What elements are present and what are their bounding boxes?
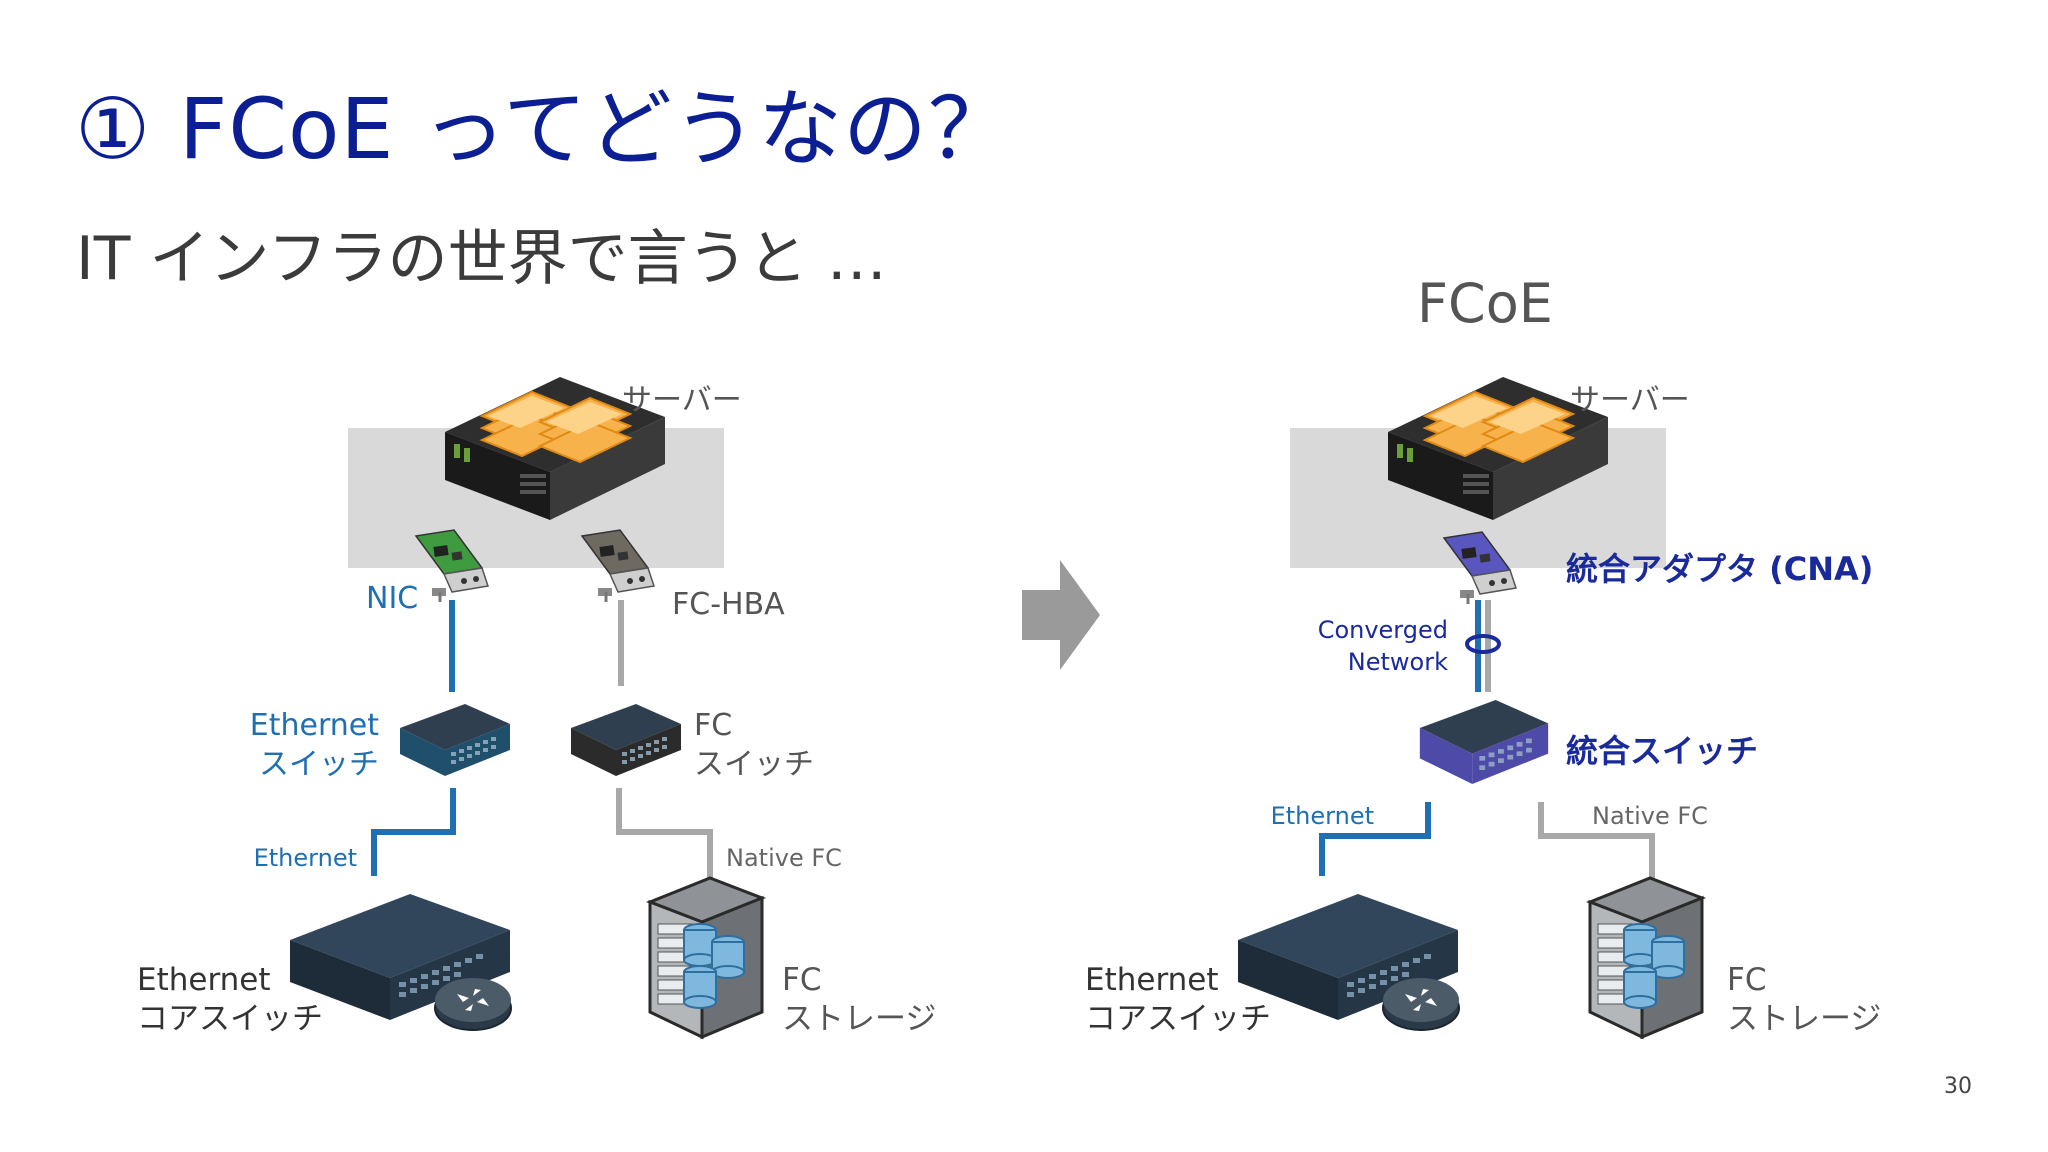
right-converged-ring [1465, 634, 1501, 654]
left-nic-label: NIC [366, 581, 418, 616]
right-storage-icon [1588, 876, 1704, 1039]
right-storage-label-1: FC [1727, 962, 1766, 998]
right-native-fc-link-label: Native FC [1592, 802, 1708, 830]
left-core-switch-icon [289, 893, 512, 1031]
left-fc-switch-label-1: FC [694, 708, 732, 743]
left-ethernet-link-label: Ethernet [254, 844, 357, 872]
left-storage-icon [648, 876, 764, 1039]
left-native-fc-link-label: Native FC [726, 844, 842, 872]
left-core-switch-label-2: コアスイッチ [137, 1001, 323, 1037]
left-core-switch-label-1: Ethernet [137, 962, 271, 998]
left-ethernet-link [371, 788, 456, 876]
right-ethernet-link [1319, 802, 1431, 876]
left-server-label: サーバー [622, 383, 742, 418]
left-native-fc-link [616, 788, 713, 880]
right-cna-label: 統合アダプタ (CNA) [1566, 550, 1873, 588]
arrow-right-icon [1022, 560, 1100, 670]
left-eth-switch-label-1: Ethernet [250, 708, 379, 743]
page-number: 30 [1944, 1074, 1972, 1099]
left-fc-switch-label-2: スイッチ [694, 747, 814, 782]
right-converged-label-1: Converged [1318, 616, 1448, 644]
right-unified-switch-label: 統合スイッチ [1566, 732, 1758, 770]
left-ethernet-switch-icon [400, 704, 510, 776]
right-converged-label-2: Network [1348, 648, 1448, 676]
left-storage-label-1: FC [782, 962, 821, 998]
right-heading: FCoE [1417, 272, 1553, 335]
slide-subtitle: IT インフラの世界で言うと … [76, 224, 887, 294]
right-server-label: サーバー [1570, 383, 1690, 418]
left-fc-switch-icon [571, 704, 681, 776]
right-core-switch-label-2: コアスイッチ [1085, 1001, 1271, 1037]
left-eth-switch-label-2: スイッチ [259, 747, 379, 782]
left-storage-label-2: ストレージ [782, 1001, 936, 1037]
right-unified-switch-icon [1419, 700, 1549, 784]
slide-title: ① FCoE ってどうなの？ [75, 80, 1013, 178]
right-core-switch-icon [1237, 893, 1460, 1031]
left-fchba-label: FC-HBA [672, 587, 785, 622]
right-ethernet-link-label: Ethernet [1271, 802, 1374, 830]
right-native-fc-link [1538, 802, 1655, 880]
right-storage-label-2: ストレージ [1727, 1001, 1881, 1037]
right-core-switch-label-1: Ethernet [1085, 962, 1219, 998]
